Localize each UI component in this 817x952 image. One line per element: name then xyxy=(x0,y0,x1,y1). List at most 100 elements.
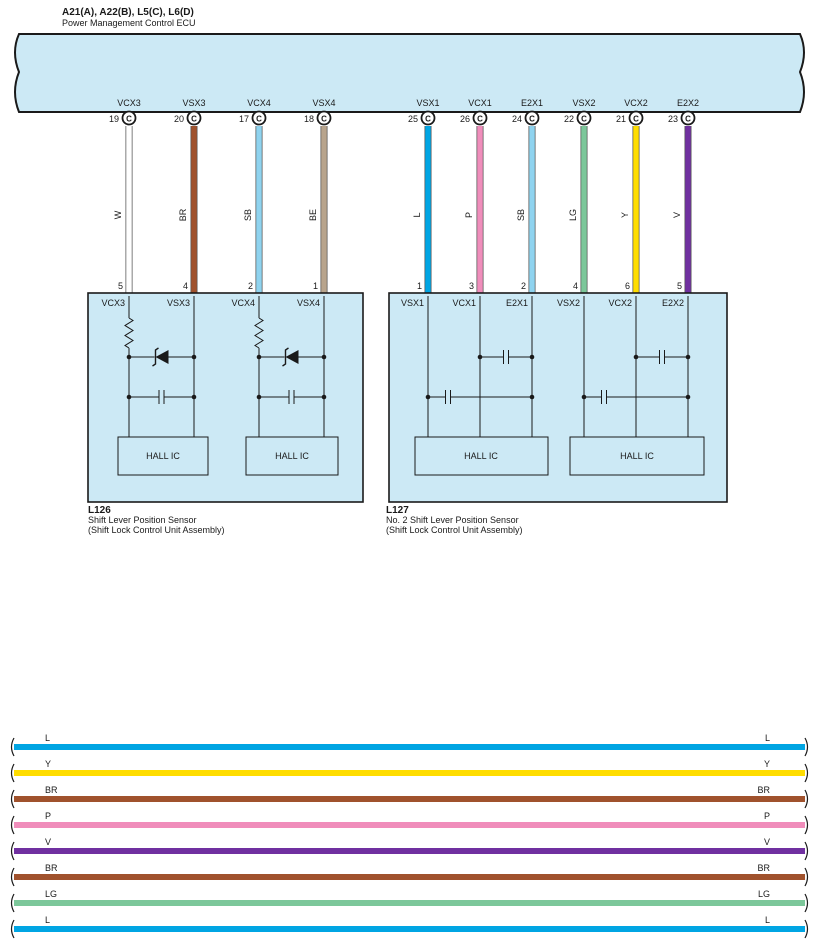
connector-circle xyxy=(316,110,332,126)
ecu-terminal-signal: VCX2 xyxy=(624,98,648,108)
sensor-pin-number: 1 xyxy=(313,281,318,291)
connector-circle xyxy=(628,110,644,126)
break-mark-left xyxy=(10,867,15,887)
junction-dot xyxy=(191,394,197,400)
legend-code-right: Y xyxy=(764,759,770,769)
sensor-pin-number: 5 xyxy=(118,281,123,291)
connector-circle xyxy=(121,110,137,126)
sensor2-pin-name: VSX2 xyxy=(557,298,580,308)
sensor-pin-number: 4 xyxy=(573,281,578,291)
sensor2-pin-name: VSX1 xyxy=(401,298,424,308)
sensor1-sub: (Shift Lock Control Unit Assembly) xyxy=(88,525,225,535)
junction-dot xyxy=(529,354,535,360)
legend-code-right: V xyxy=(764,837,770,847)
break-mark-right xyxy=(804,789,809,809)
wire-color-code: V xyxy=(672,212,682,218)
legend-code-left: Y xyxy=(45,759,51,769)
legend-code-left: P xyxy=(45,811,51,821)
ecu-pin-number: 26 xyxy=(460,114,470,124)
break-mark-right xyxy=(804,763,809,783)
sensor1-pin-name: VCX4 xyxy=(231,298,255,308)
break-mark-right xyxy=(804,893,809,913)
sensor2-pin-name: E2X1 xyxy=(506,298,528,308)
ecu-terminal-signal: VCX1 xyxy=(468,98,492,108)
wire-color-code: L xyxy=(412,212,422,217)
connector-letter: C xyxy=(529,115,535,124)
junction-dot xyxy=(685,394,691,400)
hall-ic-4 xyxy=(569,436,705,476)
wire-color-code: P xyxy=(464,212,474,218)
wire-color-code: BE xyxy=(308,209,318,221)
junction-dot xyxy=(256,354,262,360)
sensor-pin-number: 1 xyxy=(417,281,422,291)
hall-ic-1-label: HALL IC xyxy=(146,451,180,461)
sensor1-code: L126 xyxy=(88,505,111,516)
sensor-pin-number: 2 xyxy=(521,281,526,291)
ecu-terminal-signal: VSX3 xyxy=(182,98,205,108)
break-mark-left xyxy=(10,789,15,809)
break-mark-left xyxy=(10,841,15,861)
sensor1-pin-name: VSX3 xyxy=(167,298,190,308)
ecu-pin-number: 20 xyxy=(174,114,184,124)
ecu-pin-number: 18 xyxy=(304,114,314,124)
ecu-pin-number: 17 xyxy=(239,114,249,124)
break-mark-left xyxy=(10,815,15,835)
connector-circle xyxy=(251,110,267,126)
ecu-terminal-signal: E2X1 xyxy=(521,98,543,108)
ecu-pin-number: 19 xyxy=(109,114,119,124)
hall-ic-2-label: HALL IC xyxy=(275,451,309,461)
connector-letter: C xyxy=(685,115,691,124)
junction-dot xyxy=(529,394,535,400)
break-mark-left xyxy=(10,893,15,913)
break-mark-right xyxy=(804,815,809,835)
hall-ic-4-label: HALL IC xyxy=(620,451,654,461)
ecu-pin-number: 22 xyxy=(564,114,574,124)
connector-circle xyxy=(472,110,488,126)
sensor-pin-number: 3 xyxy=(469,281,474,291)
break-mark-left xyxy=(10,763,15,783)
break-mark-right xyxy=(804,737,809,757)
sensor2-pin-name: VCX1 xyxy=(452,298,476,308)
sensor1-name: Shift Lever Position Sensor xyxy=(88,515,197,525)
ecu-terminal-signal: E2X2 xyxy=(677,98,699,108)
ecu-terminal-signal: VSX1 xyxy=(416,98,439,108)
junction-dot xyxy=(425,394,431,400)
ecu-code: A21(A), A22(B), L5(C), L6(D) xyxy=(62,7,194,18)
break-mark-right xyxy=(804,867,809,887)
ecu-pin-number: 25 xyxy=(408,114,418,124)
wire-color-code: SB xyxy=(243,209,253,221)
legend-code-right: P xyxy=(764,811,770,821)
wire-color-code: SB xyxy=(516,209,526,221)
junction-dot xyxy=(321,394,327,400)
legend-code-left: L xyxy=(45,915,50,925)
hall-ic-3 xyxy=(414,436,549,476)
sensor-pin-number: 4 xyxy=(183,281,188,291)
connector-circle xyxy=(186,110,202,126)
junction-dot xyxy=(126,394,132,400)
sensor2-pin-name: E2X2 xyxy=(662,298,684,308)
legend-code-left: BR xyxy=(45,863,58,873)
ecu-terminal-signal: VSX2 xyxy=(572,98,595,108)
break-mark-left xyxy=(10,737,15,757)
legend-code-right: L xyxy=(765,915,770,925)
ecu-pin-number: 21 xyxy=(616,114,626,124)
zener-bar xyxy=(282,347,289,367)
break-mark-right xyxy=(804,919,809,939)
zener-bar xyxy=(152,347,159,367)
connector-letter: C xyxy=(581,115,587,124)
ecu-terminal-signal: VSX4 xyxy=(312,98,335,108)
junction-dot xyxy=(321,354,327,360)
legend-code-left: BR xyxy=(45,785,58,795)
junction-dot xyxy=(126,354,132,360)
connector-letter: C xyxy=(477,115,483,124)
sensor1-pin-name: VCX3 xyxy=(101,298,125,308)
ecu-box xyxy=(14,33,805,113)
connector-circle xyxy=(420,110,436,126)
connector-circle xyxy=(524,110,540,126)
connector-letter: C xyxy=(191,115,197,124)
